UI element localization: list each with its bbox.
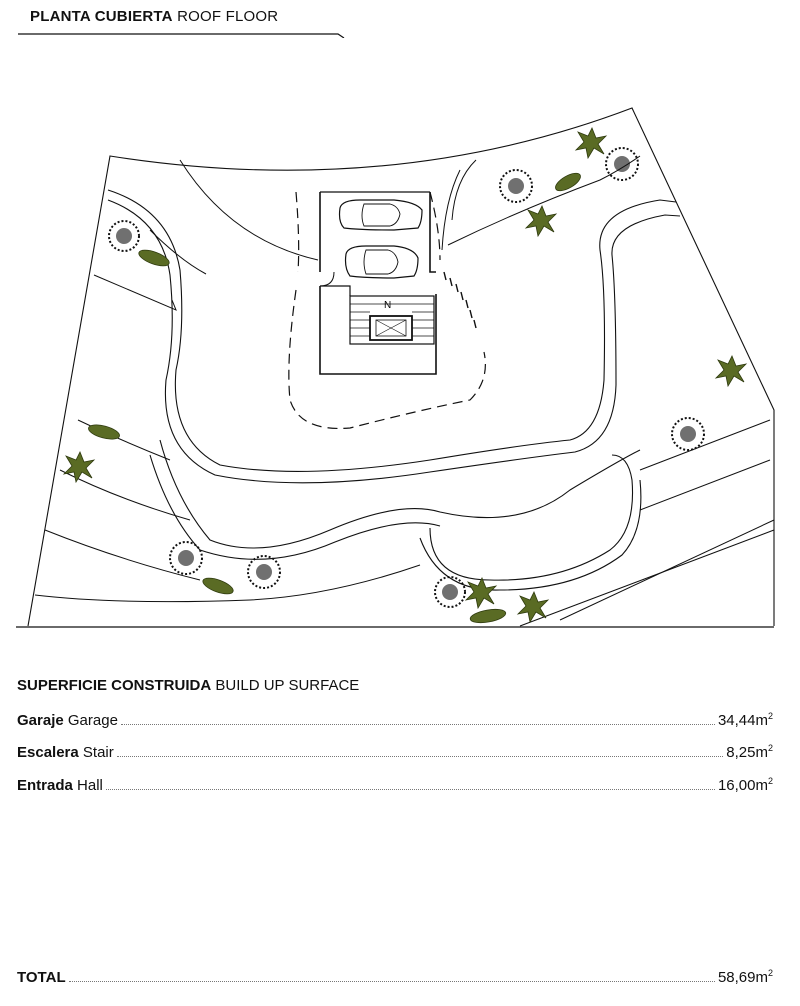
garden-path-outer: [107, 189, 677, 472]
stair-block: N: [349, 295, 435, 345]
dot-leader: [116, 755, 724, 757]
terrace-line-8: [519, 529, 775, 627]
dashed-path-right-top: [429, 191, 441, 261]
total-value: 58,69m: [717, 969, 768, 986]
access-curve-2: [149, 229, 207, 275]
row-name-en: Hall: [77, 777, 103, 794]
row-value-sup: 2: [767, 776, 773, 786]
row-value-sup: 2: [767, 711, 773, 721]
row-name-en: Garage: [67, 712, 118, 729]
surface-row-total: TOTAL 58,69m2: [17, 966, 773, 986]
page-title: PLANTA CUBIERTA ROOF FLOOR: [30, 8, 278, 25]
row-label: TOTAL: [17, 969, 66, 986]
dot-leader: [68, 980, 715, 982]
garden-path-inner: [107, 199, 681, 484]
car-1: [338, 199, 423, 231]
building-outline: [319, 192, 437, 375]
row-label: Entrada Hall: [17, 777, 103, 794]
terrace-line-2: [59, 469, 191, 521]
door-swing: [319, 271, 335, 287]
row-name-es: Garaje: [17, 712, 64, 729]
row-value: 58,69m2: [718, 968, 773, 986]
dot-leader: [105, 788, 715, 790]
terrace-line-4: [34, 564, 421, 603]
terrace-line-5: [639, 419, 771, 471]
terrace-line-3: [44, 529, 201, 581]
plot-boundary: [27, 107, 775, 627]
title-english: ROOF FLOOR: [177, 8, 279, 25]
terrace-line-9: [93, 274, 177, 311]
terrace-line-1: [77, 419, 171, 461]
row-value-number: 16,00m: [717, 777, 768, 794]
row-value: 34,44m2: [718, 711, 773, 729]
upper-path-1: [447, 155, 641, 246]
hall-curve: [429, 454, 634, 581]
roof-floor-plan: N: [16, 107, 775, 628]
title-spanish: PLANTA CUBIERTA: [30, 8, 173, 25]
plan-header: PLANTA CUBIERTA ROOF FLOOR: [18, 6, 345, 38]
row-label: Escalera Stair: [17, 744, 114, 761]
surface-title-english: BUILD UP SURFACE: [215, 677, 360, 694]
upper-path-3: [441, 169, 461, 251]
ramp-steps: [443, 271, 477, 329]
access-curve: [179, 159, 319, 261]
car-2: [344, 245, 419, 279]
compass-label: N: [384, 300, 391, 311]
road-edge-1: [159, 439, 641, 549]
plant-group: [62, 127, 748, 624]
row-value-number: 8,25m: [726, 744, 768, 761]
row-name-es: Escalera: [17, 744, 79, 761]
row-name-en: Stair: [82, 744, 114, 761]
terrace-line-6: [639, 459, 771, 511]
surface-row-stair: Escalera Stair 8,25m2: [17, 741, 773, 761]
row-value-number: 34,44m: [717, 712, 768, 729]
surface-row-hall: Entrada Hall 16,00m2: [17, 774, 773, 794]
dashed-path-left-top: [295, 191, 300, 273]
total-value-sup: 2: [767, 968, 773, 978]
dot-leader: [120, 723, 715, 725]
upper-path-2: [451, 159, 477, 221]
total-label: TOTAL: [17, 969, 66, 986]
row-name-es: Entrada: [17, 777, 73, 794]
surface-title-spanish: SUPERFICIE CONSTRUIDA: [17, 677, 212, 694]
row-label: Garaje Garage: [17, 712, 118, 729]
row-value: 8,25m2: [726, 743, 773, 761]
dashed-path-loop: [288, 289, 486, 430]
surface-title: SUPERFICIE CONSTRUIDA BUILD UP SURFACE: [17, 677, 359, 694]
hall-curve-outer: [419, 479, 642, 591]
row-value-sup: 2: [767, 743, 773, 753]
door-jamb: [320, 285, 351, 296]
header-underline: [18, 33, 345, 38]
tree-group: [108, 147, 705, 608]
surface-row-garage: Garaje Garage 34,44m2: [17, 709, 773, 729]
row-value: 16,00m2: [718, 776, 773, 794]
road-edge-2: [149, 454, 441, 560]
